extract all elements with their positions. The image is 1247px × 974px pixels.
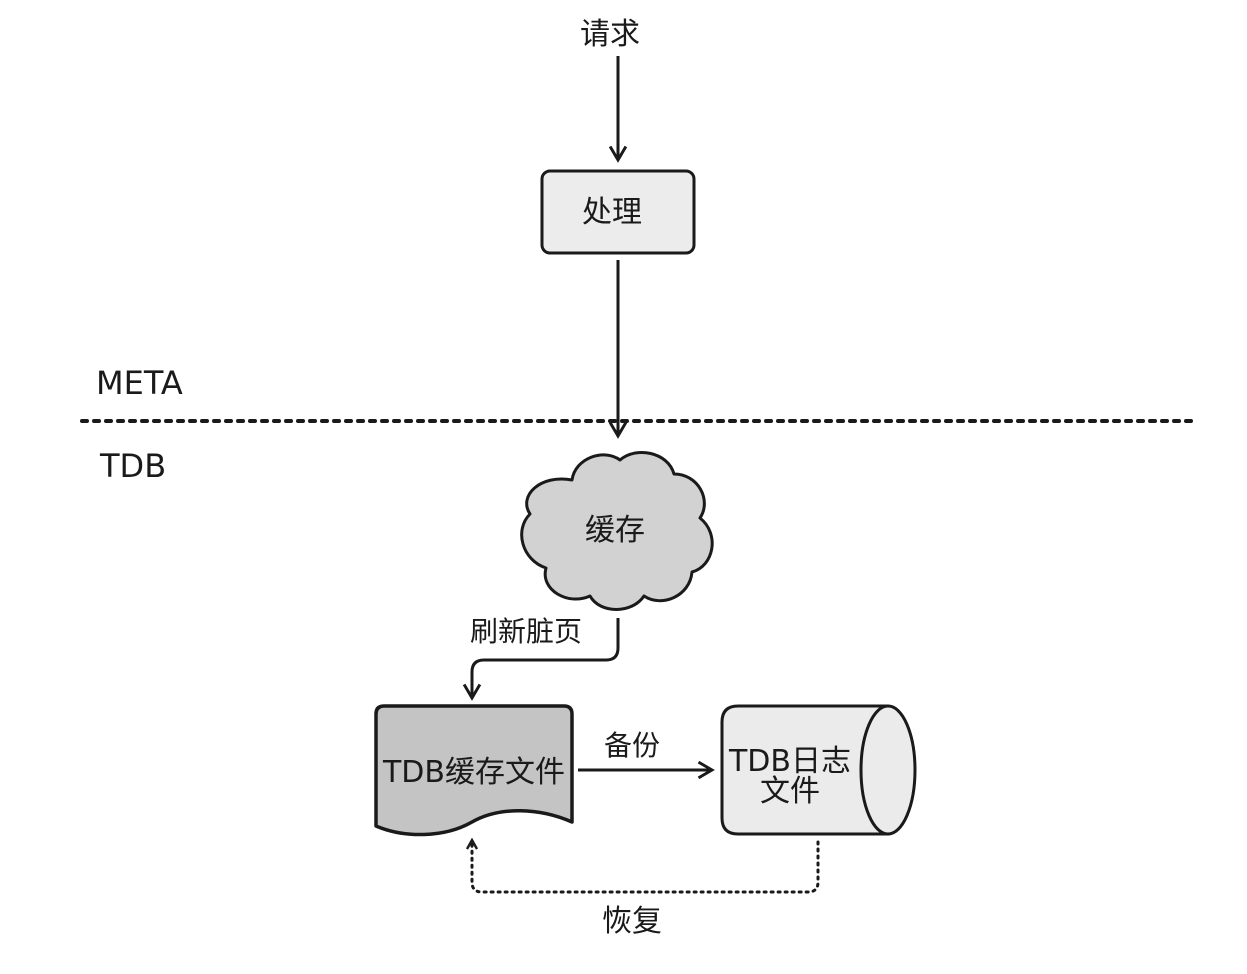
tdb-cache-file-label: TDB缓存文件 (382, 755, 565, 790)
tdb-log-file-label-line2: 文件 (760, 774, 820, 809)
flush-label: 刷新脏页 (470, 615, 582, 648)
tdb-cache-file-node: TDB缓存文件 (374, 704, 574, 837)
tdb-log-file-node: TDB日志 文件 (720, 704, 917, 836)
restore-label: 恢复 (602, 904, 662, 939)
process-label: 处理 (582, 195, 642, 230)
arrow-flush-dirty-pages (472, 618, 620, 698)
tdb-log-file-end-cap (859, 704, 917, 836)
tdb-log-file-body (720, 704, 888, 836)
process-node: 处理 (540, 169, 696, 255)
cache-node: 缓存 (520, 451, 714, 611)
cache-label: 缓存 (585, 513, 645, 548)
request-label: 请求 (580, 17, 640, 52)
tdb-log-file-label-line1: TDB日志 (728, 744, 851, 779)
backup-label: 备份 (604, 729, 660, 762)
process-box (540, 169, 696, 255)
zone-meta-label: META (96, 364, 183, 402)
tdb-cache-file-shape (374, 704, 574, 837)
arrow-restore (472, 840, 820, 894)
cache-cloud-shape (520, 451, 714, 611)
zone-tdb-label: TDB (99, 447, 166, 485)
